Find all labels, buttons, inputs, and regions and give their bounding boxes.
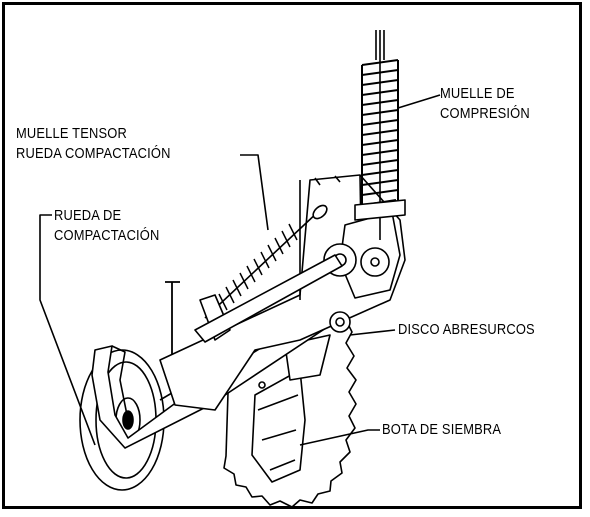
leader-tensor	[240, 154, 269, 231]
label-rueda-2: COMPACTACIÓN	[54, 227, 160, 244]
label-disco-abresurcos: DISCO ABRESURCOS	[398, 321, 535, 338]
compression-spring	[361, 59, 399, 206]
label-muelle-compresion-2: COMPRESIÓN	[440, 105, 530, 122]
label-muelle-compresion-1: MUELLE DE	[440, 85, 515, 102]
leader-compression	[397, 94, 441, 109]
label-bota-siembra: BOTA DE SIEMBRA	[382, 421, 502, 438]
label-muelle-tensor-1: MUELLE TENSOR	[16, 125, 127, 142]
leader-rueda	[39, 214, 96, 446]
leader-bota	[299, 429, 380, 446]
label-muelle-tensor-2: RUEDA COMPACTACIÓN	[16, 145, 171, 162]
label-rueda-1: RUEDA DE	[54, 207, 122, 224]
leader-disco	[349, 329, 396, 336]
tension-spring-rod	[204, 209, 321, 319]
